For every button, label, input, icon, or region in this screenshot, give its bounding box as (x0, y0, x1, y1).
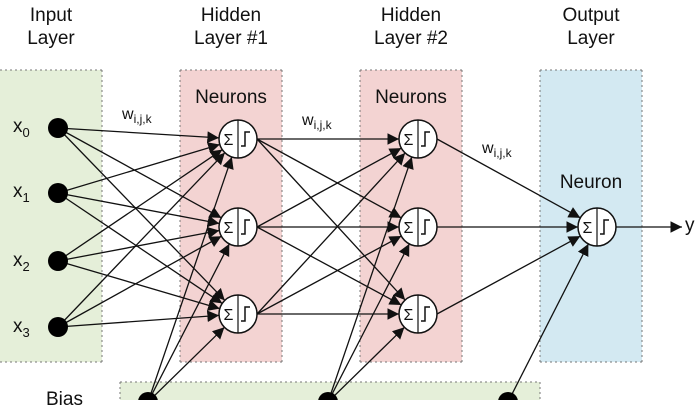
edge-bias1-h1n1 (148, 243, 230, 400)
bias-node-2 (318, 392, 338, 400)
edge-x3-h1n0 (57, 152, 226, 328)
edge-h2n0-out (436, 138, 581, 219)
output-neuron-label: Neuron (559, 172, 623, 193)
input-node-x3 (48, 317, 68, 337)
bias-node-3 (498, 392, 518, 400)
hidden-layer-1-title-line2: Layer #1 (194, 28, 268, 49)
input-label-x1: x1 (13, 181, 30, 205)
hidden-layer-2-neurons-label: Neurons (375, 87, 447, 108)
sum-symbol-icon: Σ (224, 220, 234, 237)
edge-h1n2-h2n0 (256, 152, 406, 315)
input-node-x0 (48, 118, 68, 138)
output-neuron: Σ (577, 207, 617, 247)
input-label-x3: x3 (13, 316, 30, 340)
sum-symbol-icon: Σ (404, 307, 414, 324)
bias-band (120, 382, 540, 400)
edge-bias3-out (508, 243, 589, 400)
step-function-icon (241, 306, 250, 322)
input-label-x0: x0 (13, 116, 30, 140)
hidden-layer-2-title: Hidden Layer #2 (350, 4, 472, 50)
edge-bias2-h2n1 (328, 243, 410, 400)
sum-symbol-icon: Σ (404, 132, 414, 149)
sum-symbol-icon: Σ (224, 307, 234, 324)
output-layer-title: Output Layer (530, 4, 652, 50)
input-layer-title-line1: Input (29, 5, 73, 26)
hidden1-neuron-1: Σ (218, 207, 258, 247)
sum-symbol-icon: Σ (404, 220, 414, 237)
step-function-icon (421, 131, 430, 147)
hidden-layer-1-neurons-label: Neurons (195, 87, 267, 108)
hidden-layer-2-title-line1: Hidden (380, 5, 442, 26)
step-function-icon (241, 219, 250, 235)
input-layer-title-line2: Layer (27, 28, 75, 49)
edge-x2-h1n0 (57, 149, 223, 262)
step-function-icon (600, 219, 609, 235)
edge-h1n1-h2n2 (256, 226, 402, 306)
hidden2-neuron-2: Σ (398, 294, 438, 334)
hidden-layer-2-title-line2: Layer #2 (374, 28, 448, 49)
edge-bias2-h2n2 (329, 326, 405, 400)
nodes: Σ Σ Σ Σ Σ Σ Σ (48, 118, 617, 400)
sum-symbol-icon: Σ (583, 220, 593, 237)
edge-x1-h1n1 (57, 192, 220, 228)
edge-x3-h1n1 (57, 235, 222, 328)
edge-x0-h1n2 (57, 127, 226, 301)
edge-x0-h1n1 (57, 127, 222, 219)
edge-x2-h1n2 (57, 260, 220, 311)
sum-symbol-icon: Σ (224, 132, 234, 149)
input-node-x2 (48, 251, 68, 271)
edge-bias1-h1n0 (147, 156, 234, 400)
input-layer-title: Input Layer (0, 4, 102, 50)
bias-label: Bias (46, 389, 83, 410)
edge-h1n0-h2n1 (256, 138, 402, 219)
edge-h1n1-h2n0 (256, 147, 402, 228)
weight-label-2: wi,j,k (302, 112, 332, 133)
input-layer-band (0, 70, 102, 362)
hidden1-neuron-0: Σ (218, 119, 258, 159)
hidden2-neuron-0: Σ (398, 119, 438, 159)
edge-bias1-h1n2 (149, 326, 225, 400)
connection-lines (57, 127, 682, 400)
input-label-x2: x2 (13, 250, 30, 274)
step-function-icon (421, 306, 430, 322)
output-label-y: y (685, 215, 695, 236)
edge-h1n2-h2n1 (256, 235, 402, 315)
hidden-layer-1-title-line1: Hidden (200, 5, 262, 26)
edge-x0-h1n0 (57, 127, 220, 143)
edge-bias2-h2n0 (327, 156, 414, 400)
hidden1-neuron-2: Σ (218, 294, 258, 334)
edge-h2n2-out (436, 235, 581, 315)
weight-label-3: wi,j,k (482, 140, 512, 161)
step-function-icon (421, 219, 430, 235)
edge-h1n0-h2n2 (256, 138, 406, 301)
step-function-icon (241, 131, 250, 147)
hidden2-neuron-1: Σ (398, 207, 438, 247)
weight-label-1: wi,j,k (122, 106, 152, 127)
bias-node-1 (138, 392, 158, 400)
edge-x2-h1n1 (57, 226, 220, 262)
neural-network-diagram: Σ Σ Σ Σ Σ Σ Σ (0, 69, 682, 400)
input-node-x1 (48, 183, 68, 203)
output-layer-title-line1: Output (562, 5, 620, 26)
hidden-layer-1-title: Hidden Layer #1 (170, 4, 292, 50)
output-layer-title-line2: Layer (567, 28, 615, 49)
edge-x1-h1n0 (57, 142, 220, 194)
edge-x1-h1n2 (57, 192, 223, 304)
